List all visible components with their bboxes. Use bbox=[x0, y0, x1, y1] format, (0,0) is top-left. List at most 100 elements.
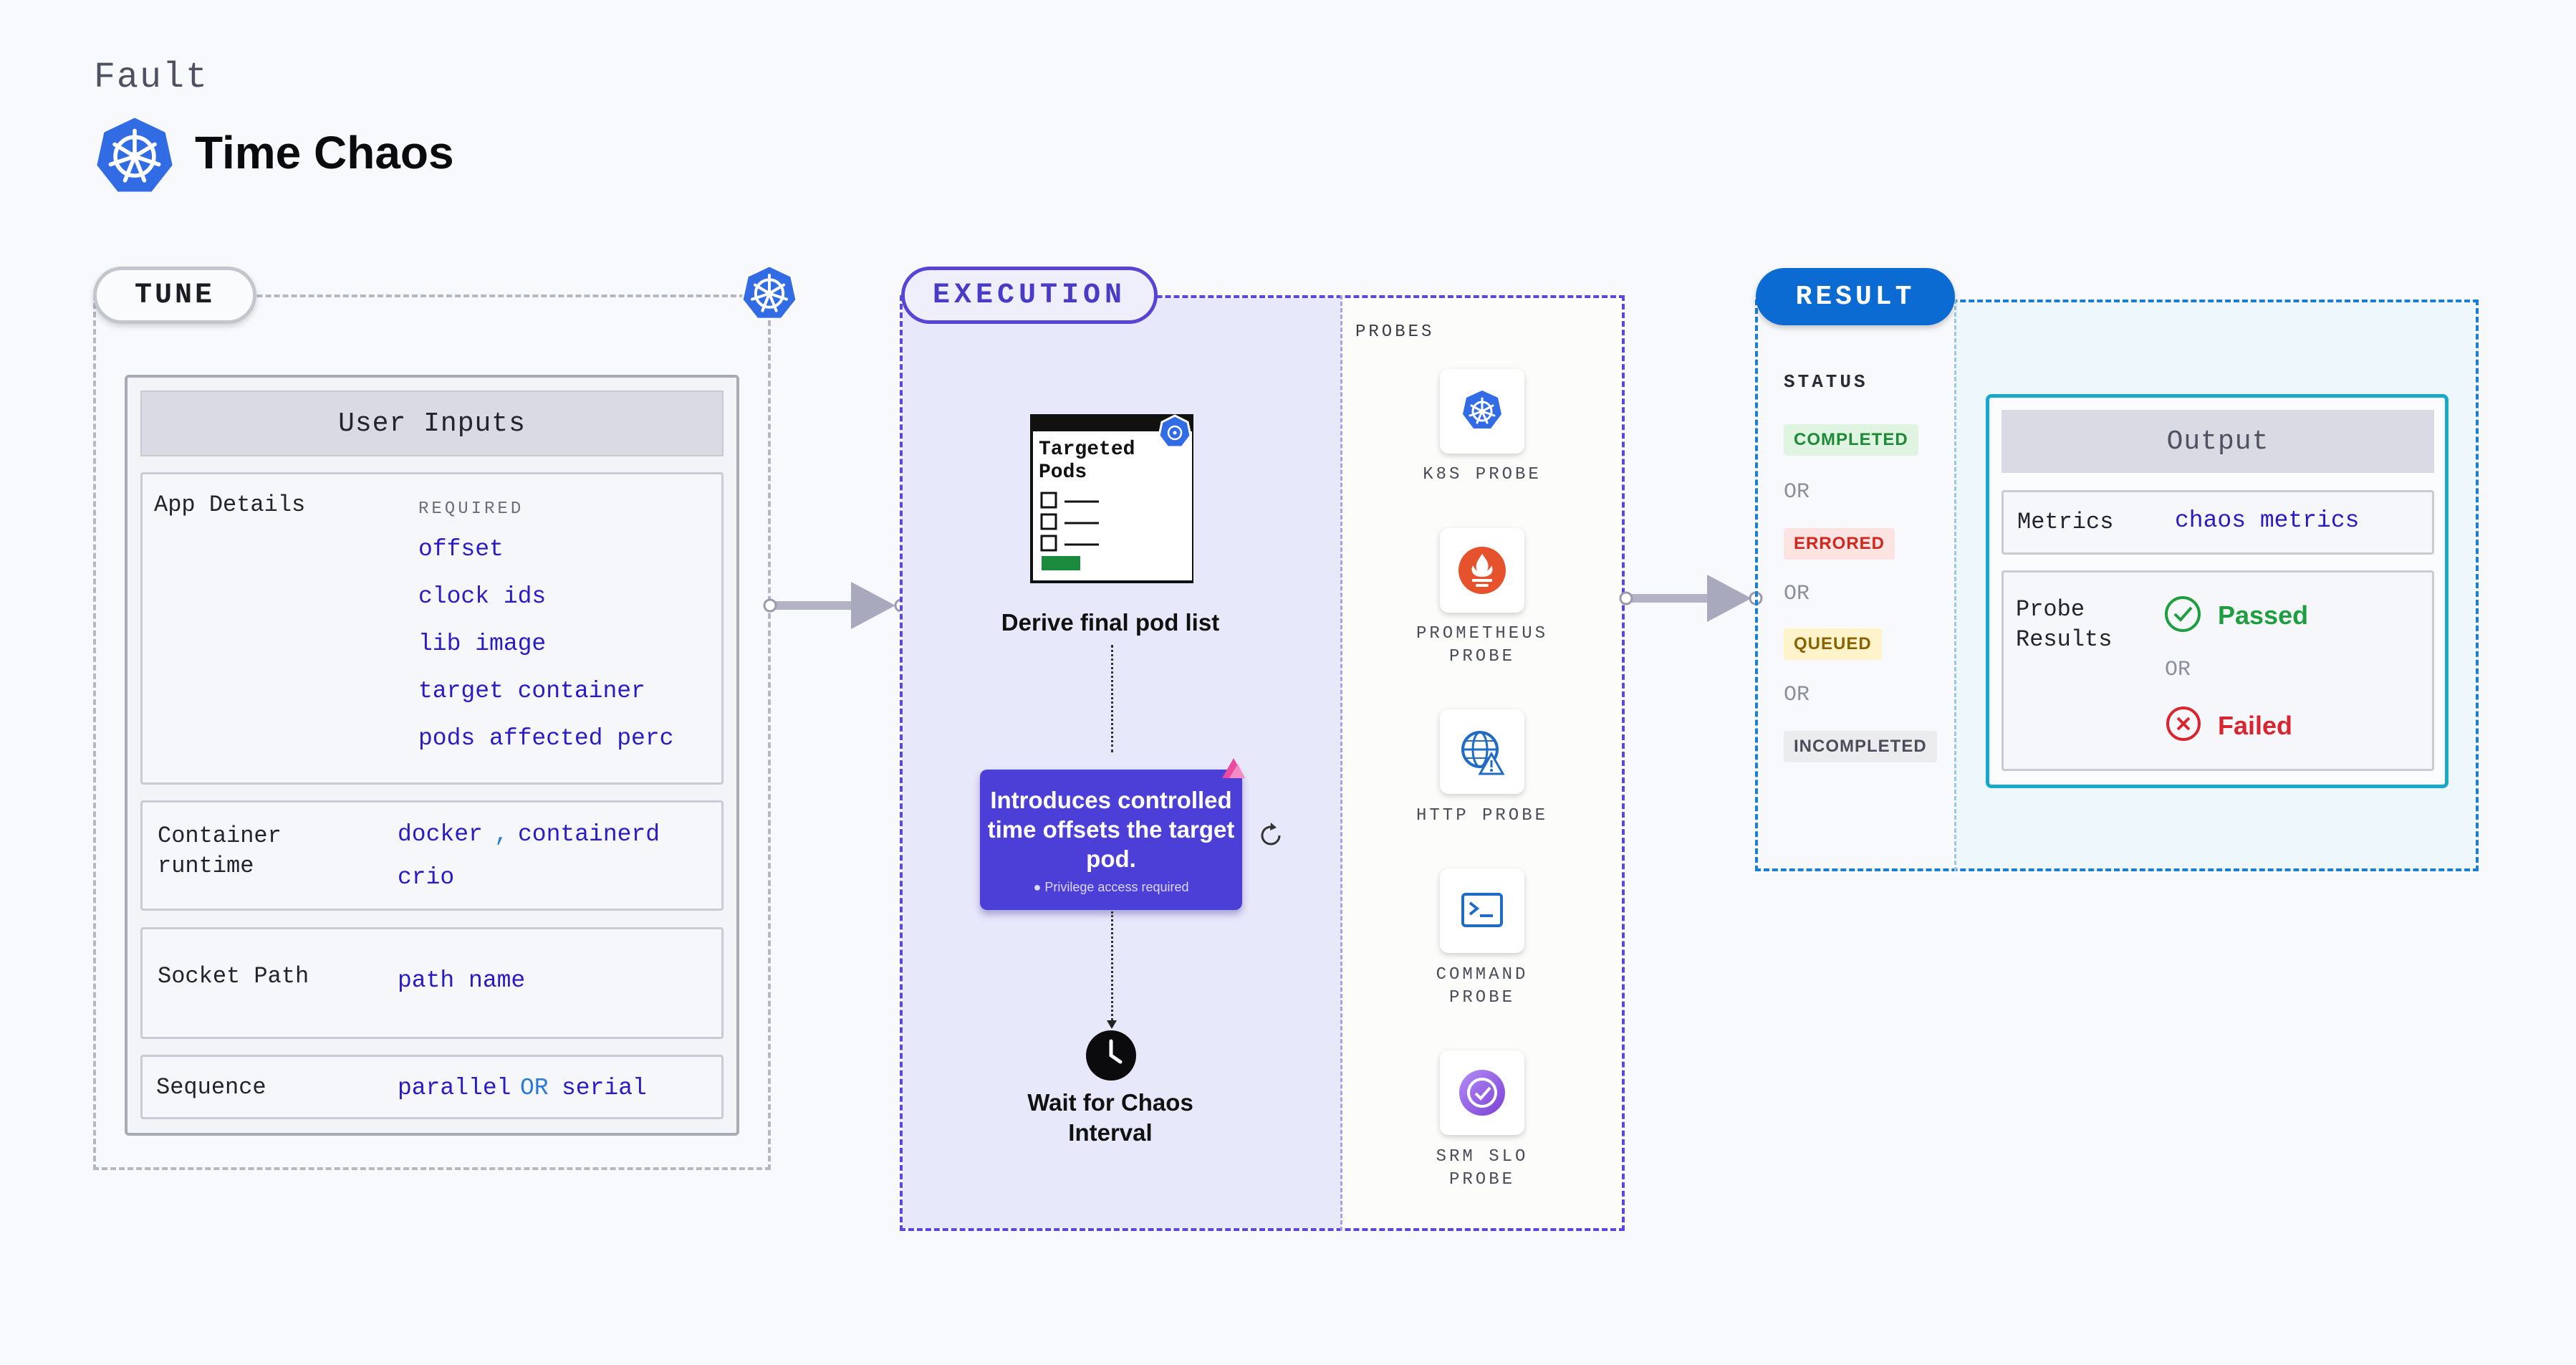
metrics-label: Metrics bbox=[2017, 509, 2114, 535]
status-completed-badge: COMPLETED bbox=[1784, 424, 1918, 456]
command-probe-label: COMMAND PROBE bbox=[1375, 964, 1590, 1010]
status-heading: STATUS bbox=[1784, 371, 1868, 393]
targeted-pods-title: Targeted Pods bbox=[1039, 439, 1135, 484]
wait-line2: Interval bbox=[1068, 1119, 1153, 1146]
container-runtime-label: Container runtime bbox=[158, 823, 282, 879]
metrics-card bbox=[2001, 490, 2434, 555]
probes-heading: PROBES bbox=[1355, 322, 1435, 342]
required-label: REQUIRED bbox=[418, 499, 524, 519]
prometheus-probe-tile bbox=[1440, 528, 1524, 613]
tune-section bbox=[93, 294, 771, 1170]
prometheus-icon bbox=[1458, 547, 1506, 594]
k8s-probe-line1: K8S PROBE bbox=[1423, 465, 1542, 484]
execution-divider bbox=[1340, 295, 1342, 1231]
runtime-containerd: containerd bbox=[518, 821, 660, 848]
sequence-parallel: parallel bbox=[398, 1075, 511, 1101]
result-section bbox=[1755, 300, 2479, 871]
socket-path-card bbox=[140, 927, 724, 1039]
field-lib-image: lib image bbox=[418, 631, 547, 657]
chaos-action-card bbox=[980, 770, 1242, 910]
chaos-action-text: Introduces controlled time offsets the t… bbox=[987, 787, 1235, 872]
page-title: Time Chaos bbox=[195, 127, 454, 178]
output-heading: Output bbox=[2001, 410, 2434, 473]
x-circle-icon bbox=[2166, 707, 2201, 741]
status-incompleted-badge: INCOMPLETED bbox=[1784, 731, 1937, 762]
prometheus-probe-line2: PROBE bbox=[1448, 647, 1515, 666]
probe-results-card bbox=[2001, 570, 2434, 771]
app-details-label: App Details bbox=[154, 492, 306, 518]
flow-line bbox=[1111, 645, 1113, 752]
http-probe-line1: HTTP PROBE bbox=[1416, 806, 1549, 825]
field-pods-affected-perc: pods affected perc bbox=[418, 725, 674, 752]
runtime-docker: docker bbox=[398, 821, 483, 848]
prometheus-probe-label: PROMETHEUS PROBE bbox=[1375, 623, 1590, 669]
field-clock-ids: clock ids bbox=[418, 583, 547, 610]
clock-icon bbox=[1086, 1030, 1136, 1081]
field-offset: offset bbox=[418, 536, 504, 562]
probe-results-line2: Results bbox=[2016, 626, 2113, 653]
kubernetes-icon bbox=[1463, 391, 1501, 428]
tune-pill: TUNE bbox=[93, 267, 256, 324]
execution-pill: EXECUTION bbox=[901, 267, 1158, 324]
pod-list-icon bbox=[1030, 414, 1193, 583]
flow-line bbox=[1111, 911, 1113, 1025]
or-label: OR bbox=[2165, 658, 2191, 682]
targeted-pods-line2: Pods bbox=[1039, 461, 1087, 484]
kubernetes-icon bbox=[97, 118, 173, 192]
http-globe-icon bbox=[1461, 731, 1505, 775]
prometheus-probe-line1: PROMETHEUS bbox=[1416, 624, 1549, 643]
targeted-pods-line1: Targeted bbox=[1039, 439, 1135, 461]
or-label: OR bbox=[1784, 480, 1810, 504]
runtime-separator: , bbox=[494, 821, 509, 848]
field-target-container: target container bbox=[418, 678, 645, 704]
status-errored-badge: ERRORED bbox=[1784, 528, 1895, 560]
srm-slo-probe-line1: SRM SLO bbox=[1436, 1147, 1529, 1167]
http-probe-tile bbox=[1440, 709, 1524, 794]
or-label: OR bbox=[1784, 582, 1810, 606]
srm-slo-probe-label: SRM SLO PROBE bbox=[1375, 1146, 1590, 1192]
connector-arrow bbox=[763, 582, 908, 629]
srm-slo-probe-tile bbox=[1440, 1050, 1524, 1135]
http-probe-label: HTTP PROBE bbox=[1375, 805, 1590, 828]
sequence-label: Sequence bbox=[156, 1074, 266, 1101]
user-inputs-heading: User Inputs bbox=[140, 391, 724, 456]
probe-passed-label: Passed bbox=[2218, 600, 2309, 630]
arrow-head bbox=[1107, 1020, 1117, 1029]
sequence-or: OR bbox=[520, 1075, 549, 1101]
or-label: OR bbox=[1784, 683, 1810, 707]
connector-arrow bbox=[1619, 575, 1763, 622]
kubernetes-icon bbox=[741, 264, 797, 320]
result-divider bbox=[1954, 300, 1956, 871]
command-probe-line2: PROBE bbox=[1448, 988, 1515, 1007]
terminal-icon bbox=[1461, 893, 1503, 927]
probe-failed-label: Failed bbox=[2218, 711, 2293, 740]
probe-results-label: Probe Results bbox=[2016, 595, 2112, 655]
step-wait-chaos-interval: Wait for Chaos Interval bbox=[989, 1088, 1232, 1148]
command-probe-tile bbox=[1440, 868, 1524, 953]
slo-icon bbox=[1459, 1070, 1505, 1116]
socket-path-value: path name bbox=[398, 967, 526, 994]
probe-results-line1: Probe bbox=[2016, 596, 2085, 623]
metrics-value: chaos metrics bbox=[2175, 507, 2360, 534]
privilege-text: Privilege access required bbox=[1044, 880, 1189, 894]
app-details-card bbox=[140, 472, 724, 785]
k8s-probe-label: K8S PROBE bbox=[1375, 464, 1590, 487]
lock-icon: ● bbox=[1033, 880, 1042, 894]
retry-icon bbox=[1261, 823, 1281, 846]
k8s-probe-tile bbox=[1440, 369, 1524, 454]
sequence-serial: serial bbox=[562, 1075, 647, 1101]
result-pill: RESULT bbox=[1756, 268, 1955, 325]
status-queued-badge: QUEUED bbox=[1784, 628, 1882, 660]
section-label: Fault bbox=[94, 57, 209, 98]
command-probe-line1: COMMAND bbox=[1436, 965, 1529, 985]
chaos-icon bbox=[1222, 758, 1245, 778]
check-circle-icon bbox=[2165, 596, 2201, 632]
container-runtime-card bbox=[140, 800, 724, 911]
wait-line1: Wait for Chaos bbox=[1027, 1089, 1193, 1116]
srm-slo-probe-line2: PROBE bbox=[1448, 1170, 1515, 1189]
socket-path-label: Socket Path bbox=[158, 963, 309, 990]
sequence-card bbox=[140, 1055, 724, 1119]
privilege-note: ● Privilege access required bbox=[986, 880, 1236, 895]
step-derive-pod-list: Derive final pod list bbox=[1001, 609, 1220, 636]
runtime-crio: crio bbox=[398, 864, 455, 891]
